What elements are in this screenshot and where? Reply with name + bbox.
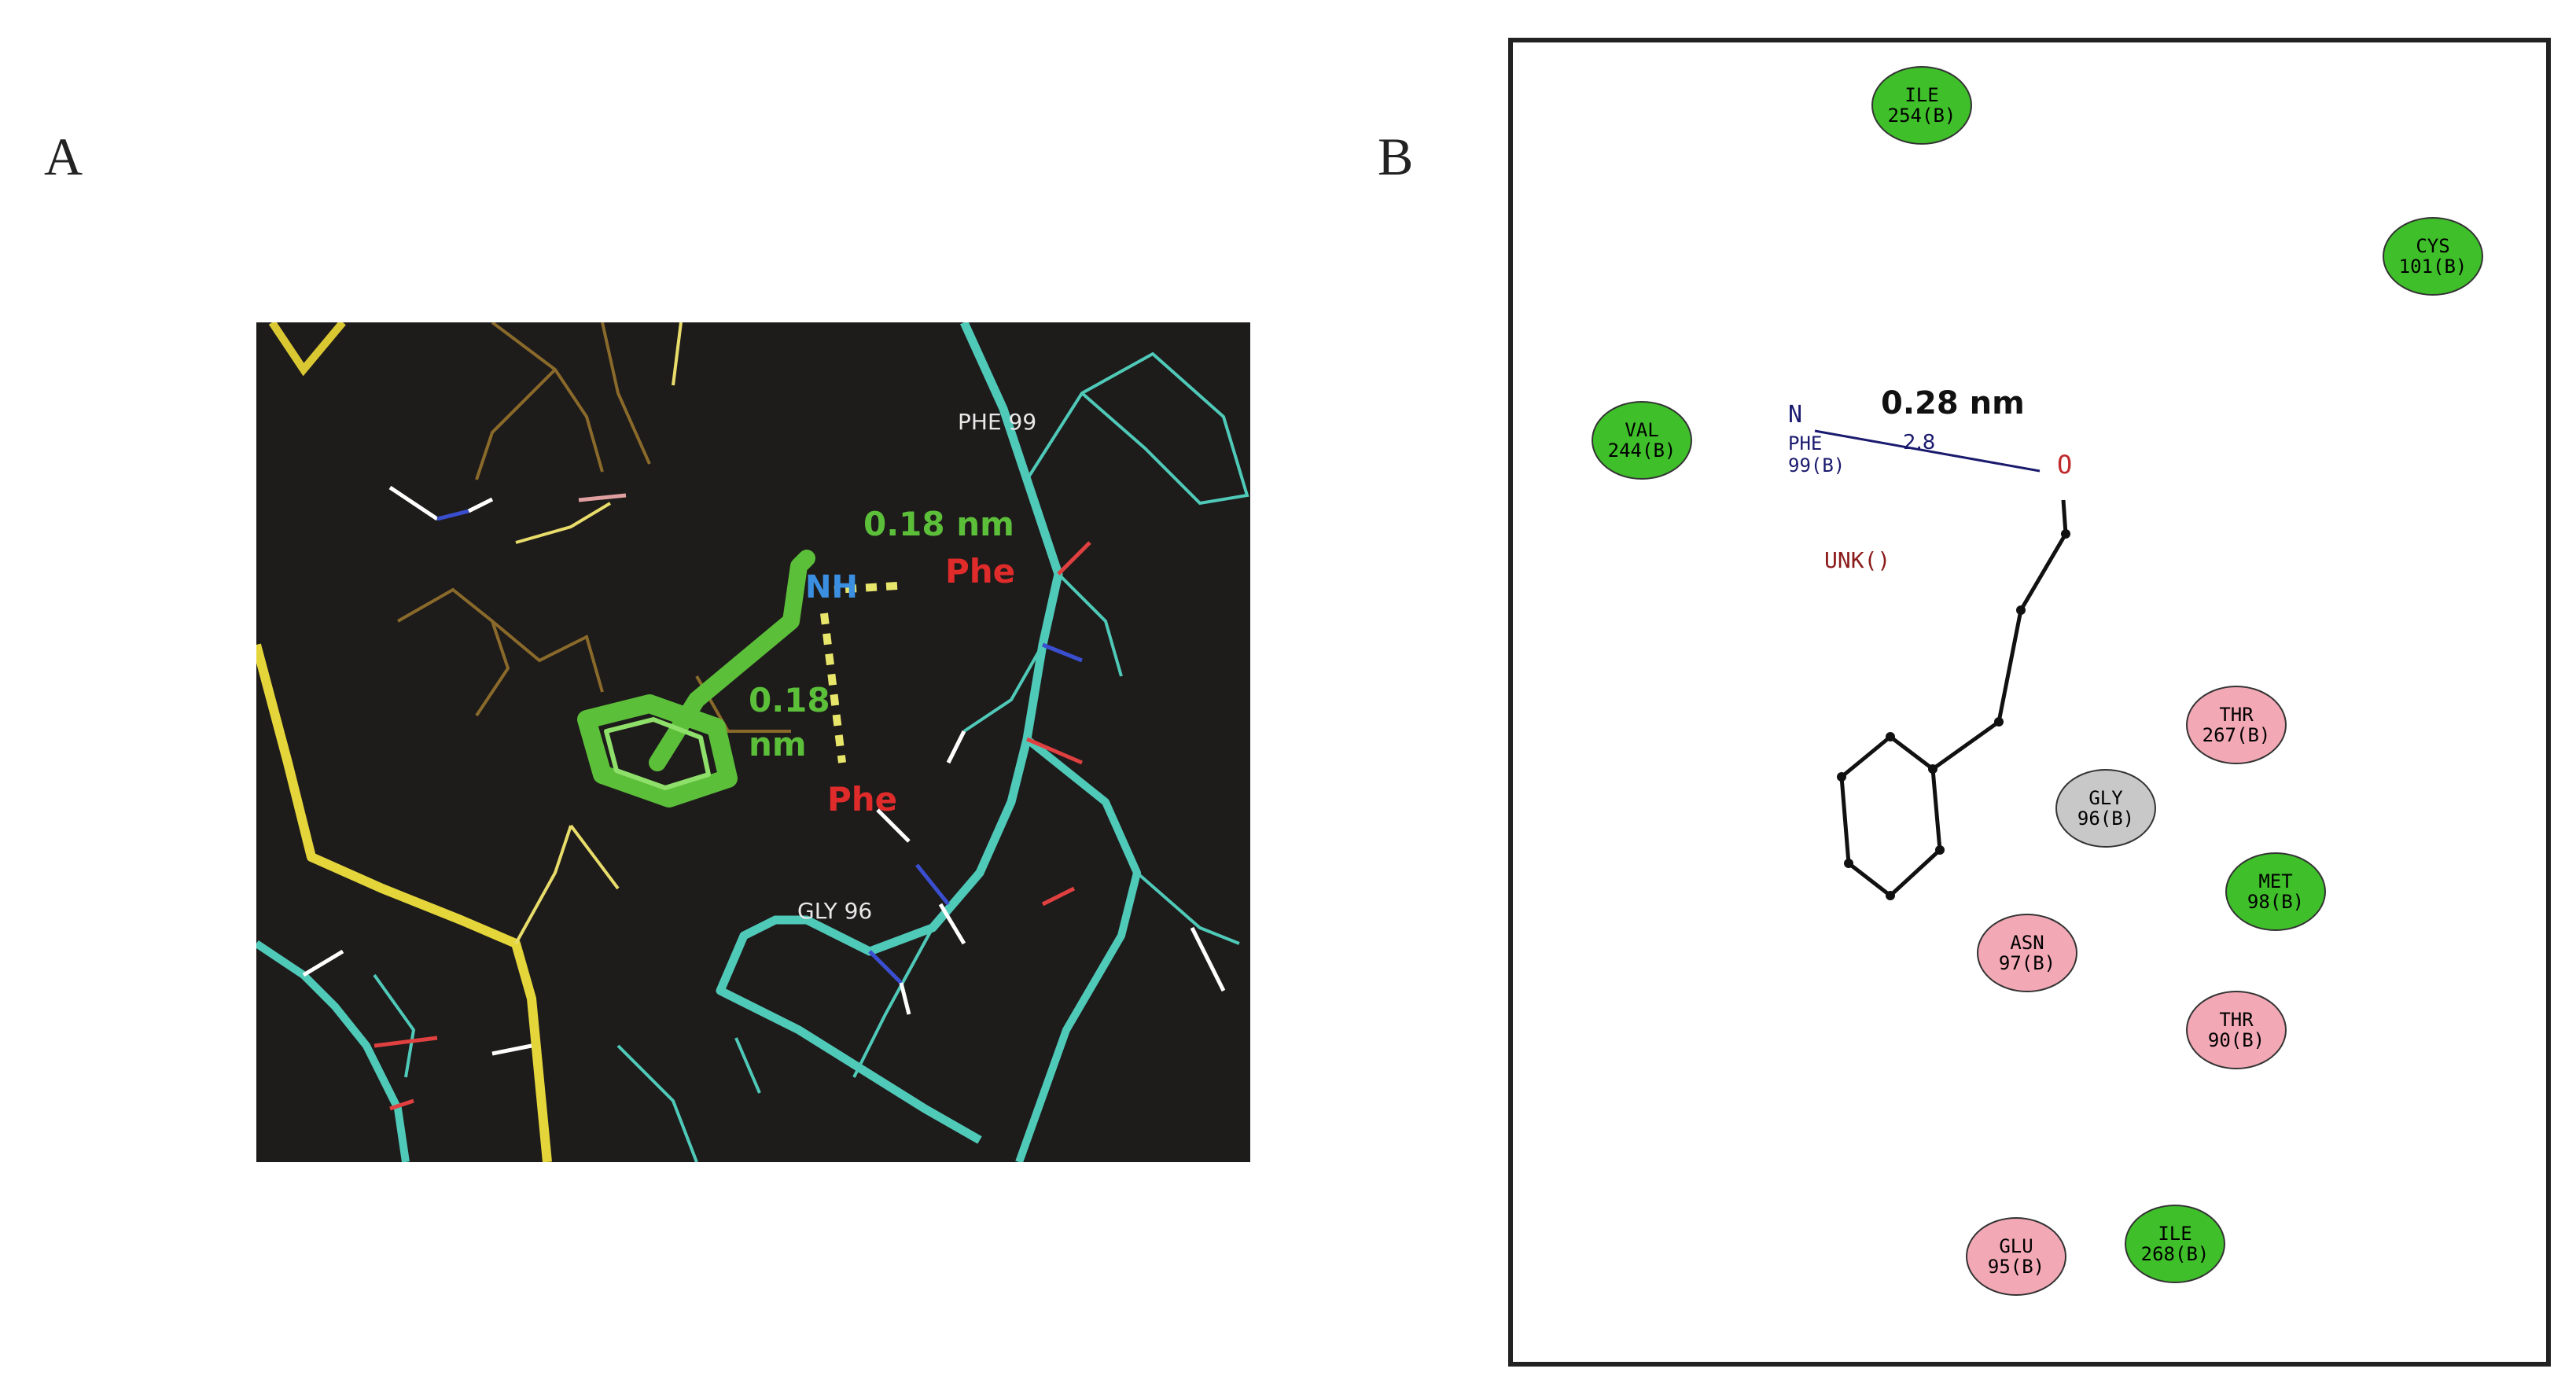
panel-a-3d-view: PHE 99 GLY 96 NH 0.18 nm 0.18 nm Phe Phe	[256, 322, 1250, 1162]
donor-atom-label: N	[1788, 401, 1803, 429]
donor-residue-name: PHE	[1788, 432, 1823, 454]
hbond-bond-value: 2.8	[1903, 431, 1936, 454]
label-distance-lower-value: 0.18	[749, 681, 830, 719]
cyan-chain-lower-left	[256, 940, 410, 1162]
hbond-line	[1814, 429, 2041, 473]
yellow-chain-top	[268, 322, 346, 377]
label-gly96-residue: GLY 96	[797, 898, 873, 924]
panel-b-letter: B	[1378, 127, 1414, 186]
hbond-distance-label: 0.28 nm	[1881, 385, 2025, 421]
panel-a-structure-drawing	[256, 322, 1249, 1162]
donor-residue-number: 99(B)	[1788, 454, 1846, 476]
ligand-atoms	[1837, 529, 2070, 900]
label-phe-upper: Phe	[945, 552, 1016, 590]
label-phe-lower: Phe	[827, 780, 898, 819]
label-nh-atom: NH	[805, 569, 858, 605]
cyan-thin-bonds	[373, 351, 1249, 1162]
cyan-chain-backbone	[716, 322, 1063, 1144]
cyan-chain-right	[1015, 736, 1141, 1162]
atom-stubs	[302, 485, 1226, 1111]
brown-side-chains	[397, 322, 791, 733]
yellow-chain-backbone	[256, 643, 552, 1162]
panel-b-ligand-drawing	[1814, 429, 2070, 900]
label-distance-lower-unit: nm	[749, 725, 807, 763]
hydrogen-bond-dashes	[820, 582, 898, 763]
ligand-sticks	[577, 550, 815, 808]
label-distance-upper: 0.18 nm	[863, 505, 1014, 543]
acceptor-atom-label: O	[2057, 450, 2073, 480]
thin-yellow-bonds	[514, 322, 683, 944]
panel-a-letter: A	[44, 127, 83, 186]
ligand-name-label: UNK()	[1824, 547, 1891, 573]
label-phe99-residue: PHE 99	[958, 409, 1037, 435]
